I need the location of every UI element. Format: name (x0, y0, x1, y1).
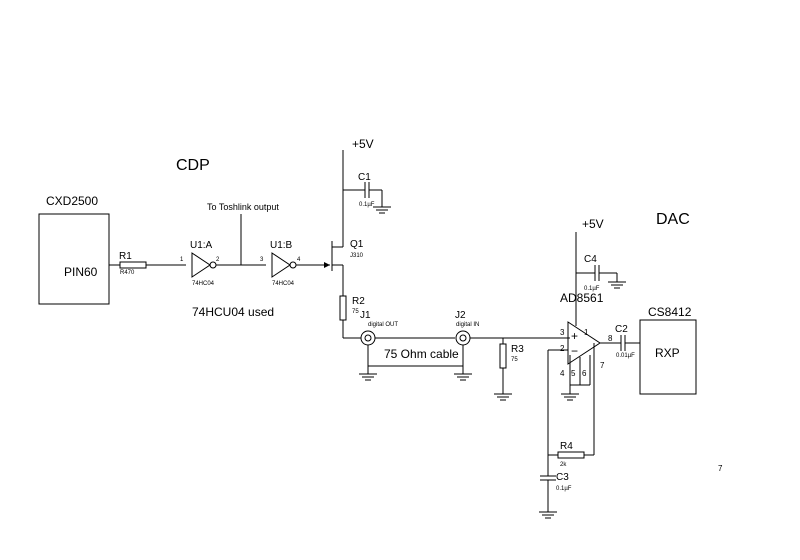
c1-ref: C1 (358, 172, 371, 183)
resistor-r2: R2 75 (339, 295, 365, 338)
c2-value: 0.01µF (616, 353, 635, 359)
dac-title: DAC (656, 211, 690, 228)
u1a-value: 74HC04 (192, 281, 215, 287)
opamp-pin1: 1 (584, 328, 589, 337)
resistor-r4: R4 2k (548, 441, 594, 468)
cs8412-label: CS8412 (648, 305, 692, 319)
c3-value: 0.1µF (556, 486, 572, 492)
opamp-minus: − (571, 344, 578, 358)
comparator-ad8561: + − 3 2 1 4 5 6 7 8 (560, 321, 613, 401)
resistor-r1: R1 R470 (109, 251, 186, 276)
opamp-plus: + (571, 329, 578, 343)
ad8561-label: AD8561 (560, 291, 604, 305)
c3-ref: C3 (556, 472, 569, 483)
u1b-pin-out: 4 (297, 257, 301, 263)
cdp-title: CDP (176, 157, 210, 174)
capacitor-c1: C1 0.1µF (343, 172, 391, 214)
cxd2500-label: CXD2500 (46, 194, 98, 208)
r4-value: 2k (560, 462, 567, 468)
pin60-label: PIN60 (64, 265, 98, 279)
capacitor-c2: C2 0.01µF (600, 324, 640, 359)
r1-ref: R1 (119, 251, 132, 262)
c4-value: 0.1µF (584, 286, 600, 292)
cs8412-block: CS8412 RXP (639, 305, 697, 395)
j2-ref: J2 (455, 310, 466, 321)
u1a-pin-in: 1 (180, 257, 184, 263)
connector-j1: J1 digital OUT (343, 310, 455, 381)
inverter-u1b: U1:B 3 4 74HC04 (260, 240, 301, 287)
u1b-ref: U1:B (270, 240, 293, 251)
cxd2500-block: CXD2500 PIN60 (38, 194, 110, 305)
q1-value: J310 (350, 253, 364, 259)
q1-ref: Q1 (350, 239, 364, 250)
resistor-r3: R3 75 (494, 338, 524, 401)
opamp-pin4: 4 (560, 369, 565, 378)
rxp-label: RXP (655, 346, 680, 360)
u1a-pin-out: 2 (216, 257, 220, 263)
opamp-pin3: 3 (560, 328, 565, 337)
cable-label: 75 Ohm cable (384, 347, 459, 361)
vcc-amp-label: +5V (582, 217, 604, 231)
opamp-pin2: 2 (560, 344, 565, 353)
capacitor-c3: C3 0.1µF (539, 455, 572, 519)
vcc-top-label: +5V (352, 137, 374, 151)
u1b-value: 74HC04 (272, 281, 295, 287)
inverter-u1a: U1:A 1 2 74HC04 (180, 240, 220, 287)
connector-j2: J2 digital IN (454, 310, 570, 381)
j1-ref: J1 (360, 310, 371, 321)
j1-value: digital OUT (368, 322, 398, 328)
transistor-q1: Q1 J310 (296, 150, 364, 296)
opamp-pin6: 6 (582, 369, 587, 378)
r2-ref: R2 (352, 296, 365, 307)
opamp-pin5: 5 (571, 369, 576, 378)
toshlink-label: To Toshlink output (207, 202, 279, 212)
r2-value: 75 (352, 309, 359, 315)
capacitor-c4: C4 0.1µF (576, 254, 626, 292)
c1-value: 0.1µF (359, 202, 375, 208)
c2-ref: C2 (615, 324, 628, 335)
u1b-pin-in: 3 (260, 257, 264, 263)
r3-ref: R3 (511, 344, 524, 355)
page-number: 7 (718, 464, 723, 473)
opamp-pin7: 7 (600, 361, 605, 370)
r4-ref: R4 (560, 441, 573, 452)
opamp-pin8: 8 (608, 334, 613, 343)
r3-value: 75 (511, 357, 518, 363)
toshlink-tap: To Toshlink output (207, 202, 279, 265)
u1a-ref: U1:A (190, 240, 213, 251)
hcu-used-label: 74HCU04 used (192, 305, 274, 319)
c4-ref: C4 (584, 254, 597, 265)
j2-value: digital IN (456, 322, 479, 328)
r1-value: R470 (120, 270, 135, 276)
